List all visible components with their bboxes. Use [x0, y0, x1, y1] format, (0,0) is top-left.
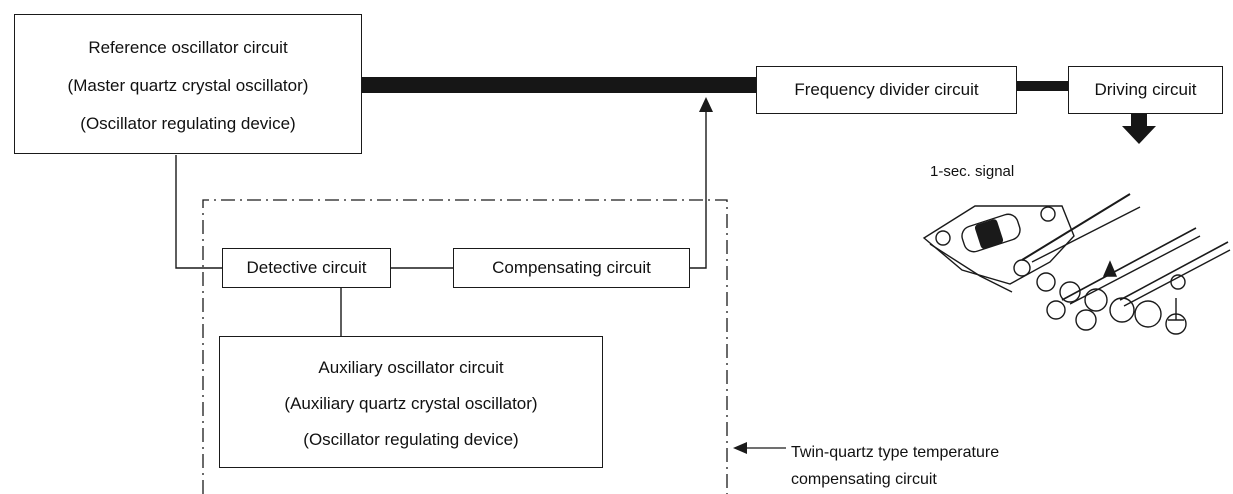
driving-circuit-box: Driving circuit	[1068, 66, 1223, 114]
compensating-circuit-box: Compensating circuit	[453, 248, 690, 288]
arrowhead-up	[699, 97, 713, 112]
connector-compensating-to-band	[690, 110, 707, 269]
callout-line-2: compensating circuit	[791, 471, 937, 488]
quartz-movement-illustration	[922, 193, 1231, 335]
connector-reference-to-detective	[175, 155, 222, 269]
master-quartz-label: (Master quartz crystal oscillator)	[67, 76, 309, 95]
auxiliary-quartz-label: (Auxiliary quartz crystal oscillator)	[284, 394, 538, 413]
auxiliary-oscillator-box: Auxiliary oscillator circuit (Auxiliary …	[219, 336, 603, 468]
reference-oscillator-box: Reference oscillator circuit (Master qua…	[14, 14, 362, 154]
frequency-divider-label: Frequency divider circuit	[794, 80, 979, 99]
callout-arrowhead	[733, 442, 747, 454]
callout-line-1: Twin-quartz type temperature	[791, 444, 1000, 461]
auxiliary-regulating-label: (Oscillator regulating device)	[303, 430, 519, 449]
signal-band-output	[1016, 81, 1068, 91]
compensating-circuit-label: Compensating circuit	[492, 258, 651, 277]
regulating-device-label: (Oscillator regulating device)	[80, 114, 296, 133]
one-second-signal-label: 1-sec. signal	[930, 163, 1015, 180]
reference-oscillator-title: Reference oscillator circuit	[88, 38, 288, 57]
frequency-divider-box: Frequency divider circuit	[756, 66, 1017, 114]
signal-band-main	[362, 77, 756, 93]
driving-circuit-label: Driving circuit	[1094, 80, 1197, 99]
detective-circuit-label: Detective circuit	[246, 258, 367, 277]
output-down-arrow	[1122, 113, 1156, 144]
compensation-group-outline	[202, 199, 728, 494]
auxiliary-oscillator-title: Auxiliary oscillator circuit	[318, 358, 504, 377]
detective-circuit-box: Detective circuit	[222, 248, 391, 288]
twin-quartz-callout: Twin-quartz type temperature compensatin…	[791, 439, 999, 493]
